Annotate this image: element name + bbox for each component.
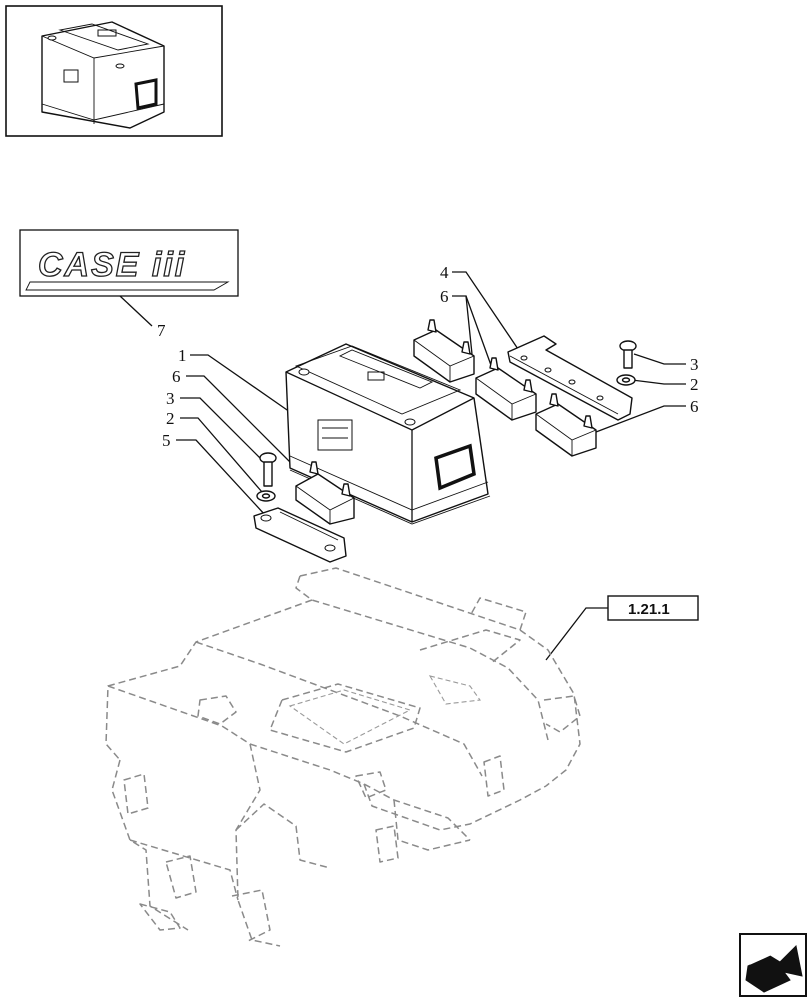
thumbnail-panel	[5, 5, 223, 137]
washer-right	[616, 374, 636, 386]
battery	[285, 343, 491, 525]
callout-clamp-left: 5	[162, 431, 171, 450]
reference-box[interactable]: 1.21.1	[607, 595, 699, 621]
case-logo-text: CASE iii	[38, 246, 186, 284]
pad-right-upper	[413, 319, 475, 383]
bolt-left	[259, 452, 277, 487]
callout-bracket-right: 4	[440, 263, 449, 282]
callout-bolt-right: 3	[690, 355, 699, 374]
callout-pads-right: 6	[440, 287, 449, 306]
callout-pad-lower-right: 6	[690, 397, 699, 416]
bracket-right	[507, 335, 633, 421]
bolt-right	[619, 340, 637, 369]
callout-battery: 1	[178, 346, 187, 365]
callout-7: 7	[157, 321, 166, 340]
callout-pad-left: 6	[172, 367, 181, 386]
pad-right-lower	[535, 393, 597, 457]
washer-left	[256, 490, 276, 502]
pad-right-middle	[475, 357, 537, 421]
clamp-left	[253, 507, 347, 563]
callout-bolt-left: 3	[166, 389, 175, 408]
next-page-button[interactable]	[739, 933, 807, 997]
callout-washer-right: 2	[690, 375, 699, 394]
pad-left	[295, 461, 355, 525]
reference-box-label: 1.21.1	[628, 601, 670, 618]
thumbnail-battery-icon	[41, 21, 165, 129]
case-logo-panel: CASE iii	[19, 229, 239, 297]
tractor-frame-outline	[105, 567, 581, 947]
callout-washer-left: 2	[166, 409, 175, 428]
next-page-arrow-icon	[745, 944, 803, 993]
